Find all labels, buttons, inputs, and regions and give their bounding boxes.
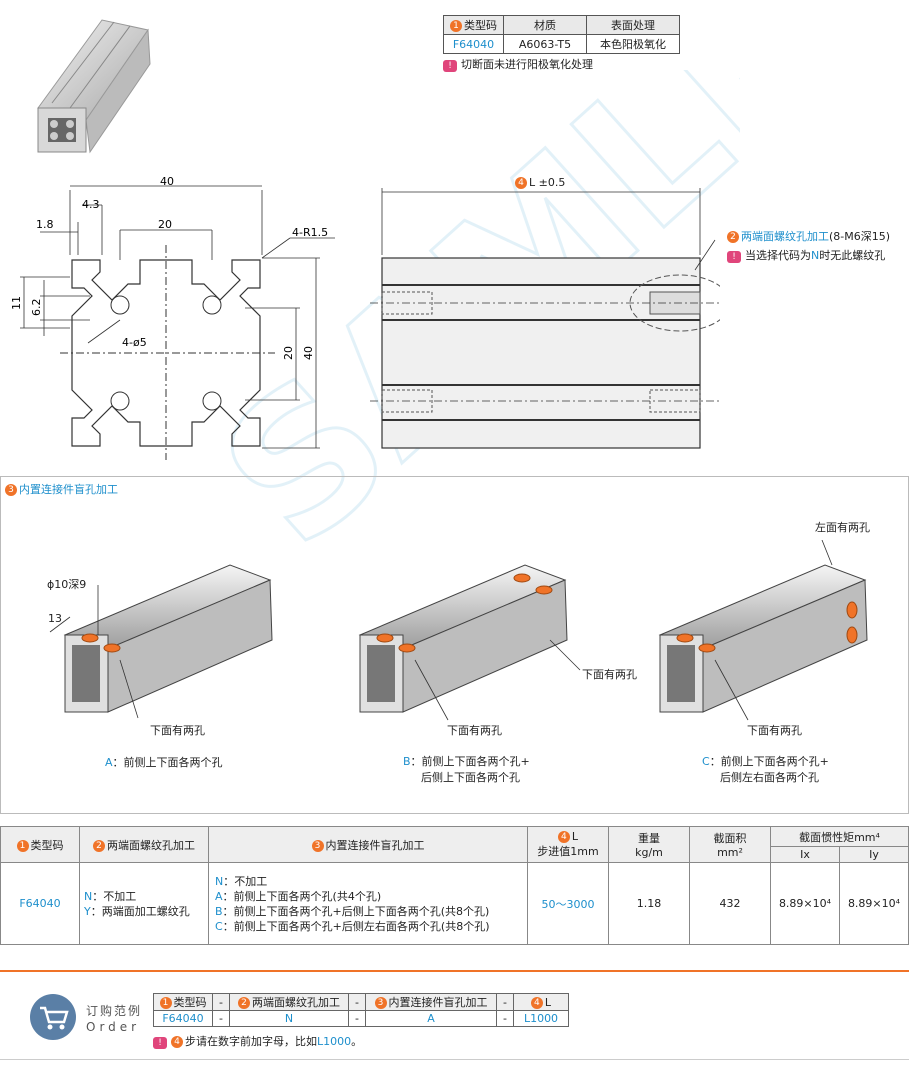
spec-material: A6063-T5 xyxy=(503,34,587,54)
order-sep: - xyxy=(348,993,366,1011)
row-area: 432 xyxy=(689,862,771,945)
order-v-sep: - xyxy=(212,1010,230,1027)
col-ix: Ix xyxy=(770,846,840,863)
spec-surface: 本色阳极氧化 xyxy=(586,34,680,54)
cart-icon xyxy=(30,994,76,1040)
a-bottom-label: 下面有两孔 xyxy=(150,724,205,737)
phi-label: ϕ10深9 xyxy=(47,578,87,591)
cut-note: !切断面未进行阳极氧化处理 xyxy=(443,56,593,72)
order-v-blind: A xyxy=(365,1010,497,1027)
row-thread-options: N：不加工 Y：两端面加工螺纹孔 xyxy=(79,862,209,945)
blind-hole-illustrations xyxy=(49,540,868,721)
order-v-sep: - xyxy=(348,1010,366,1027)
order-sep: - xyxy=(496,993,514,1011)
dim-20: 20 xyxy=(158,218,172,231)
warning-icon: ! xyxy=(443,60,457,72)
spec-type-code: F64040 xyxy=(443,34,504,54)
thread-note: !当选择代码为N时无此螺纹孔 xyxy=(727,247,885,263)
row-iy: 8.89×10⁴ xyxy=(839,862,909,945)
dim-v20: 20 xyxy=(282,346,295,360)
side-view-drawing xyxy=(370,188,720,449)
warning-icon: ! xyxy=(153,1037,167,1049)
order-v-type: F64040 xyxy=(153,1010,213,1027)
c-bottom-label: 下面有两孔 xyxy=(747,724,802,737)
spec-header-surface: 表面处理 xyxy=(586,15,680,35)
b-bottom-right-label: 下面有两孔 xyxy=(582,668,637,681)
row-L-range: 50～3000 xyxy=(527,862,609,945)
option-c-caption: C：前侧上下面各两个孔+ 后侧左右面各两个孔 xyxy=(702,755,829,784)
row-ix: 8.89×10⁴ xyxy=(770,862,840,945)
cross-section-drawing: 40 4.3 1.8 20 4-R1.5 11 6.2 4-ø5 20 40 xyxy=(10,175,335,460)
b-bottom-label: 下面有两孔 xyxy=(447,724,502,737)
row-blind-options: N：不加工 A：前侧上下面各两个孔(共4个孔) B：前侧上下面各两个孔+后侧上下… xyxy=(208,862,528,945)
c-left-label: 左面有两孔 xyxy=(815,521,870,534)
dim-phi5: 4-ø5 xyxy=(122,336,147,349)
order-sep: - xyxy=(212,993,230,1011)
dim-13-label: 13 xyxy=(48,612,62,625)
blind-hole-section xyxy=(0,476,909,814)
order-v-L: L1000 xyxy=(513,1010,569,1027)
order-v-sep: - xyxy=(496,1010,514,1027)
order-v-thread: N xyxy=(229,1010,349,1027)
col-inertia: 截面惯性矩mm⁴ xyxy=(770,826,909,847)
option-b-caption: B：前侧上下面各两个孔+ 后侧上下面各两个孔 xyxy=(403,755,530,784)
dim-6-2: 6.2 xyxy=(30,299,43,317)
warning-icon: ! xyxy=(727,251,741,263)
dim-v40: 40 xyxy=(302,346,315,360)
order-title: 订购范例 xyxy=(86,1004,143,1018)
dim-4-3: 4.3 xyxy=(82,198,100,211)
dim-r15: 4-R1.5 xyxy=(292,226,328,239)
row-type: F64040 xyxy=(0,862,80,945)
spec-header-material: 材质 xyxy=(503,15,587,35)
order-title-en: Order xyxy=(86,1020,141,1034)
option-a-caption: A：前侧上下面各两个孔 xyxy=(105,756,223,769)
dim-40: 40 xyxy=(160,175,174,188)
dim-11: 11 xyxy=(10,296,23,310)
profile-product-image xyxy=(37,19,151,154)
col-iy: Iy xyxy=(839,846,909,863)
dim-1-8: 1.8 xyxy=(36,218,54,231)
row-weight: 1.18 xyxy=(608,862,690,945)
